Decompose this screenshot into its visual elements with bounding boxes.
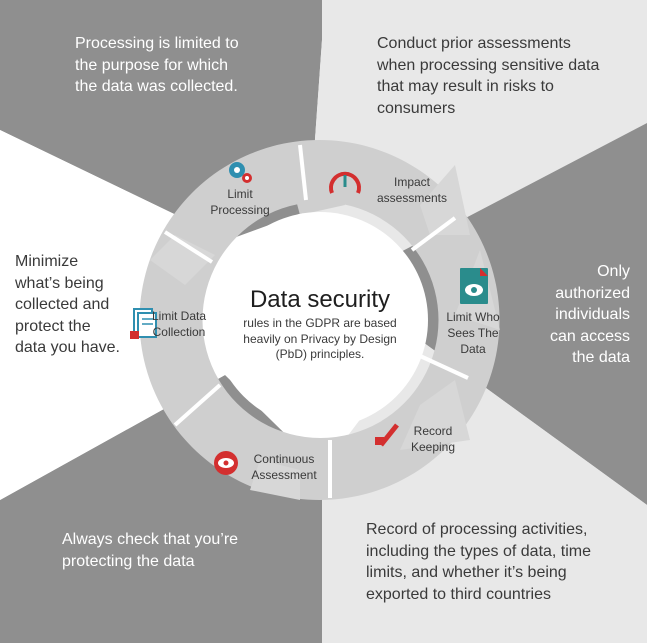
pen-lock-icon <box>375 423 399 447</box>
description-continuous-assessment: Always check that you’re protecting the … <box>62 531 239 570</box>
gauge-icon <box>329 171 361 194</box>
step-label-limit-data-collection: Limit Data Collection <box>151 309 207 339</box>
description-record-keeping: Record of processing activities, includi… <box>366 521 592 603</box>
center-title: Data security <box>249 286 391 313</box>
center-subtitle: rules in the GDPR are based heavily on P… <box>243 316 397 361</box>
step-label-record-keeping: Record Keeping <box>410 424 456 454</box>
description-impact-assessments: Conduct prior assessments when processin… <box>377 35 600 117</box>
center-circle <box>212 212 428 428</box>
documents-lock-icon <box>130 308 157 339</box>
panel-limit-who-sees <box>370 123 647 505</box>
step-label-impact-assessments: Impact assessments <box>376 175 448 205</box>
step-label-limit-who-sees: Limit Who Sees The Data <box>446 310 500 356</box>
description-limit-processing: Processing is limited to the purpose for… <box>75 35 239 95</box>
gears-icon <box>229 162 252 183</box>
description-limit-who-sees: Only authorized individuals can access t… <box>549 263 630 366</box>
step-label-continuous-assessment: Continuous Assessment <box>251 452 317 482</box>
eye-document-icon <box>460 268 488 304</box>
eye-icon <box>214 451 238 475</box>
description-limit-data-collection: Minimize what’s being collected and prot… <box>15 253 120 356</box>
arrow-ring <box>139 140 500 500</box>
step-label-limit-processing: Limit Processing <box>210 187 270 217</box>
